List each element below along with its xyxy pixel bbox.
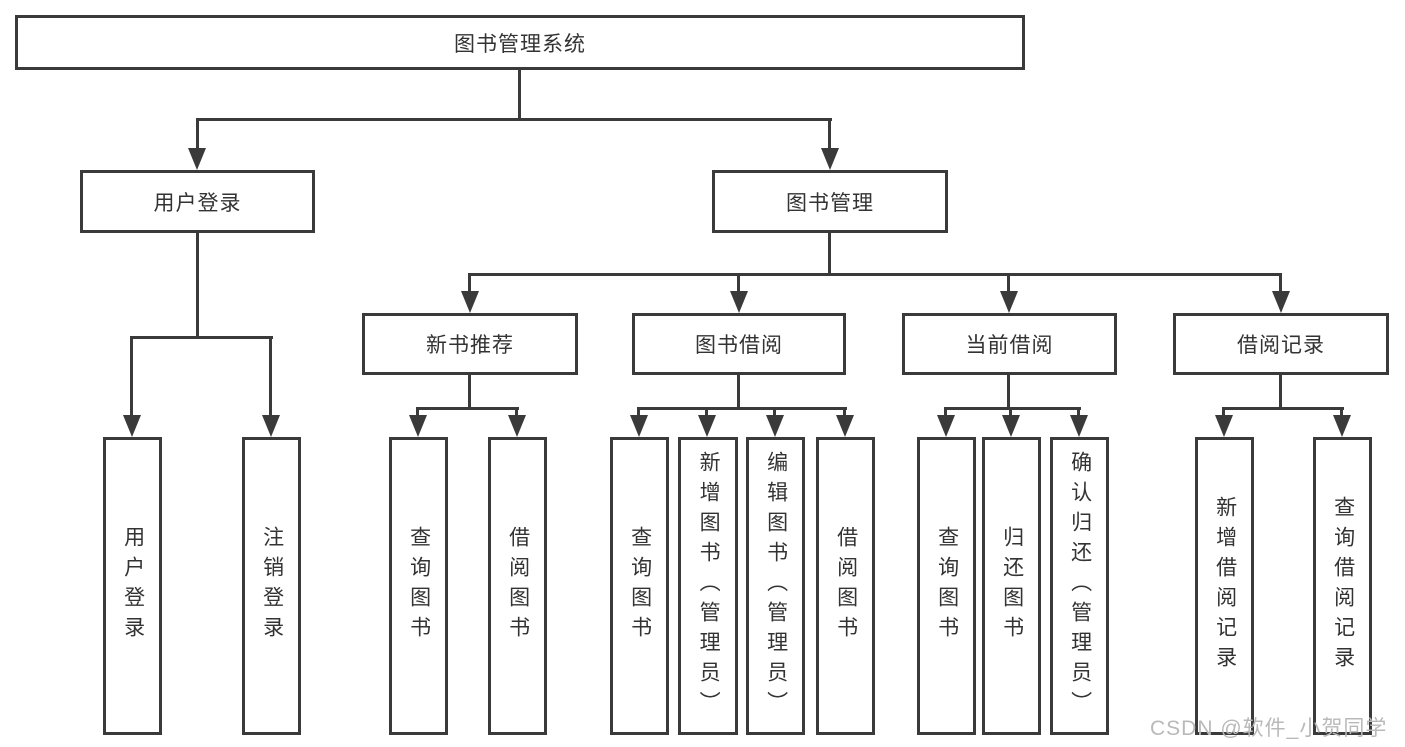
connector-bookmgmt-stem bbox=[828, 233, 831, 273]
connector-current-stem bbox=[1007, 375, 1010, 407]
connector-current-rail bbox=[944, 407, 1081, 410]
leaf-add-book-admin: 新增图书（管理员） bbox=[678, 437, 738, 735]
node-borrow-records: 借阅记录 bbox=[1173, 313, 1389, 375]
arrowhead-book-management bbox=[821, 148, 839, 170]
node-book-borrow-label: 图书借阅 bbox=[695, 334, 783, 357]
leaf-borrow-books-2-label: 借阅图书 bbox=[834, 526, 858, 646]
leaf-edit-book-admin-label: 编辑图书（管理员） bbox=[764, 451, 788, 721]
connector-current-drop-2 bbox=[1009, 407, 1012, 421]
node-root: 图书管理系统 bbox=[15, 15, 1025, 70]
connector-borrow-drop-2 bbox=[705, 407, 708, 421]
leaf-logout-label: 注销登录 bbox=[260, 526, 284, 646]
arrowhead-leaf-edit-book-admin bbox=[766, 415, 784, 437]
leaf-borrow-books-1: 借阅图书 bbox=[488, 437, 547, 735]
connector-root-drop-2 bbox=[828, 118, 831, 154]
node-book-borrow: 图书借阅 bbox=[632, 313, 846, 375]
arrowhead-leaf-confirm-return bbox=[1070, 415, 1088, 437]
connector-current-drop-3 bbox=[1077, 407, 1080, 421]
connector-bookmgmt-drop-4 bbox=[1279, 273, 1282, 297]
leaf-user-login: 用户登录 bbox=[103, 437, 162, 735]
arrowhead-leaf-query-books-3 bbox=[937, 415, 955, 437]
arrowhead-leaf-borrow-books-2 bbox=[836, 415, 854, 437]
connector-bookmgmt-drop-1 bbox=[468, 273, 471, 297]
leaf-query-books-2: 查询图书 bbox=[610, 437, 669, 735]
leaf-query-books-1-label: 查询图书 bbox=[407, 526, 431, 646]
leaf-user-login-label: 用户登录 bbox=[121, 526, 145, 646]
csdn-watermark: CSDN @软件_小贺同学 bbox=[1150, 717, 1388, 740]
connector-userlogin-stem bbox=[196, 233, 199, 336]
node-root-label: 图书管理系统 bbox=[454, 32, 586, 56]
leaf-edit-book-admin: 编辑图书（管理员） bbox=[746, 437, 805, 735]
arrowhead-leaf-add-borrow-record bbox=[1215, 415, 1233, 437]
arrowhead-leaf-add-book-admin bbox=[698, 415, 716, 437]
arrowhead-user-login bbox=[188, 148, 206, 170]
leaf-add-borrow-record-label: 新增借阅记录 bbox=[1213, 496, 1237, 676]
node-new-book-recommend-label: 新书推荐 bbox=[426, 334, 514, 357]
arrowhead-borrow-records bbox=[1272, 291, 1290, 313]
connector-records-rail bbox=[1222, 407, 1344, 410]
connector-root-drop-1 bbox=[196, 118, 199, 154]
leaf-borrow-books-2: 借阅图书 bbox=[816, 437, 875, 735]
arrowhead-leaf-query-books-2 bbox=[630, 415, 648, 437]
arrowhead-leaf-return-books bbox=[1002, 415, 1020, 437]
leaf-logout: 注销登录 bbox=[242, 437, 301, 735]
arrowhead-leaf-query-borrow-record bbox=[1333, 415, 1351, 437]
connector-newbook-rail bbox=[416, 407, 519, 410]
node-current-borrow: 当前借阅 bbox=[902, 313, 1117, 375]
leaf-query-books-1: 查询图书 bbox=[389, 437, 448, 735]
connector-userlogin-rail bbox=[130, 336, 273, 339]
connector-userlogin-drop-2 bbox=[269, 336, 272, 421]
leaf-query-books-3: 查询图书 bbox=[917, 437, 976, 735]
leaf-return-books: 归还图书 bbox=[982, 437, 1041, 735]
connector-newbook-drop-2 bbox=[515, 407, 518, 421]
node-current-borrow-label: 当前借阅 bbox=[965, 334, 1054, 357]
connector-newbook-stem bbox=[468, 375, 471, 407]
connector-bookmgmt-drop-3 bbox=[1007, 273, 1010, 297]
connector-borrow-drop-4 bbox=[843, 407, 846, 421]
connector-records-drop-2 bbox=[1340, 407, 1343, 421]
node-user-login: 用户登录 bbox=[80, 170, 315, 233]
arrowhead-leaf-query-books-1 bbox=[409, 415, 427, 437]
connector-bookmgmt-rail bbox=[468, 273, 1282, 276]
connector-current-drop-1 bbox=[944, 407, 947, 421]
connector-borrow-stem bbox=[737, 375, 740, 407]
connector-records-stem bbox=[1279, 375, 1282, 407]
leaf-query-books-3-label: 查询图书 bbox=[935, 526, 959, 646]
leaf-add-book-admin-label: 新增图书（管理员） bbox=[697, 451, 721, 721]
connector-records-drop-1 bbox=[1222, 407, 1225, 421]
leaf-query-borrow-record: 查询借阅记录 bbox=[1313, 437, 1372, 735]
connector-root-rail bbox=[196, 118, 832, 121]
arrowhead-leaf-user-login bbox=[123, 415, 141, 437]
node-new-book-recommend: 新书推荐 bbox=[362, 313, 578, 375]
arrowhead-leaf-borrow-books-1 bbox=[508, 415, 526, 437]
connector-borrow-drop-1 bbox=[637, 407, 640, 421]
connector-newbook-drop-1 bbox=[416, 407, 419, 421]
connector-borrow-drop-3 bbox=[773, 407, 776, 421]
node-book-management: 图书管理 bbox=[712, 170, 948, 233]
leaf-query-borrow-record-label: 查询借阅记录 bbox=[1331, 496, 1355, 676]
arrowhead-leaf-logout bbox=[262, 415, 280, 437]
arrowhead-book-borrow bbox=[730, 291, 748, 313]
leaf-return-books-label: 归还图书 bbox=[1000, 526, 1024, 646]
arrowhead-new-book-recommend bbox=[461, 291, 479, 313]
node-book-management-label: 图书管理 bbox=[786, 191, 874, 215]
leaf-confirm-return-admin-label: 确认归还（管理员） bbox=[1068, 451, 1092, 721]
connector-userlogin-drop-1 bbox=[130, 336, 133, 421]
arrowhead-current-borrow bbox=[1000, 291, 1018, 313]
leaf-confirm-return-admin: 确认归还（管理员） bbox=[1050, 437, 1109, 735]
leaf-add-borrow-record: 新增借阅记录 bbox=[1195, 437, 1254, 735]
node-borrow-records-label: 借阅记录 bbox=[1237, 334, 1325, 357]
connector-borrow-rail bbox=[637, 407, 847, 410]
leaf-borrow-books-1-label: 借阅图书 bbox=[506, 526, 530, 646]
connector-root-stem bbox=[518, 70, 521, 118]
connector-bookmgmt-drop-2 bbox=[737, 273, 740, 297]
node-user-login-label: 用户登录 bbox=[153, 191, 242, 215]
leaf-query-books-2-label: 查询图书 bbox=[628, 526, 652, 646]
